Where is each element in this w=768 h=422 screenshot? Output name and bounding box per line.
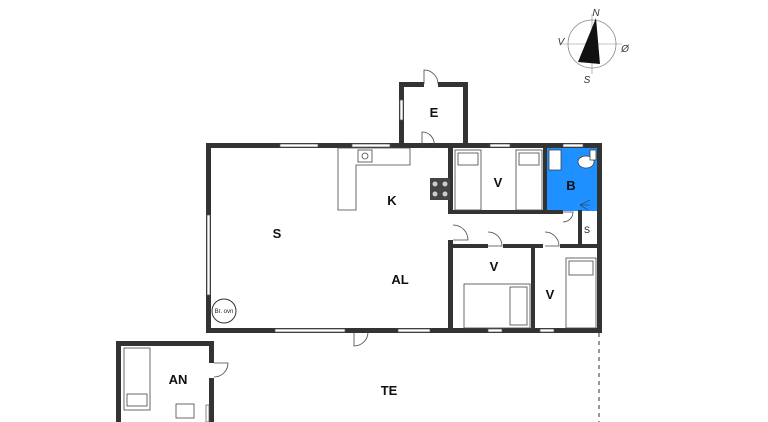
room-label-annex: AN xyxy=(169,372,188,387)
stove-label: Br. ovn xyxy=(215,309,234,315)
kitchen-counter xyxy=(337,147,450,211)
compass-south: S xyxy=(584,75,591,86)
beds-right-bedroom xyxy=(565,257,597,329)
room-label-alcove: AL xyxy=(391,272,408,287)
north-arrow-icon xyxy=(578,18,600,64)
entry-walls xyxy=(399,69,468,147)
room-label-entry: E xyxy=(430,105,439,120)
compass-north: N xyxy=(592,8,600,19)
room-label-storage: S xyxy=(584,225,590,235)
exterior-walls xyxy=(206,143,602,333)
room-label-kitchen: K xyxy=(387,193,397,208)
windows xyxy=(206,143,584,333)
room-label-terrace: TE xyxy=(381,383,398,398)
compass-east: Ø xyxy=(620,44,630,55)
compass-west: V xyxy=(558,37,566,48)
room-label-bedroom-mid: V xyxy=(490,259,499,274)
room-label-bedroom-top: V xyxy=(494,175,503,190)
annex-walls xyxy=(116,341,229,422)
bathroom-fixtures xyxy=(548,149,597,211)
compass: N S V Ø xyxy=(558,8,630,86)
room-label-bedroom-right: V xyxy=(546,287,555,302)
wood-stove: Br. ovn xyxy=(211,298,237,324)
room-label-bathroom: B xyxy=(566,178,575,193)
beds-mid-bedroom xyxy=(463,283,531,329)
beds-top-bedroom xyxy=(454,149,543,211)
interior-walls xyxy=(448,148,600,330)
main-door xyxy=(353,331,369,347)
room-label-living: S xyxy=(273,226,282,241)
